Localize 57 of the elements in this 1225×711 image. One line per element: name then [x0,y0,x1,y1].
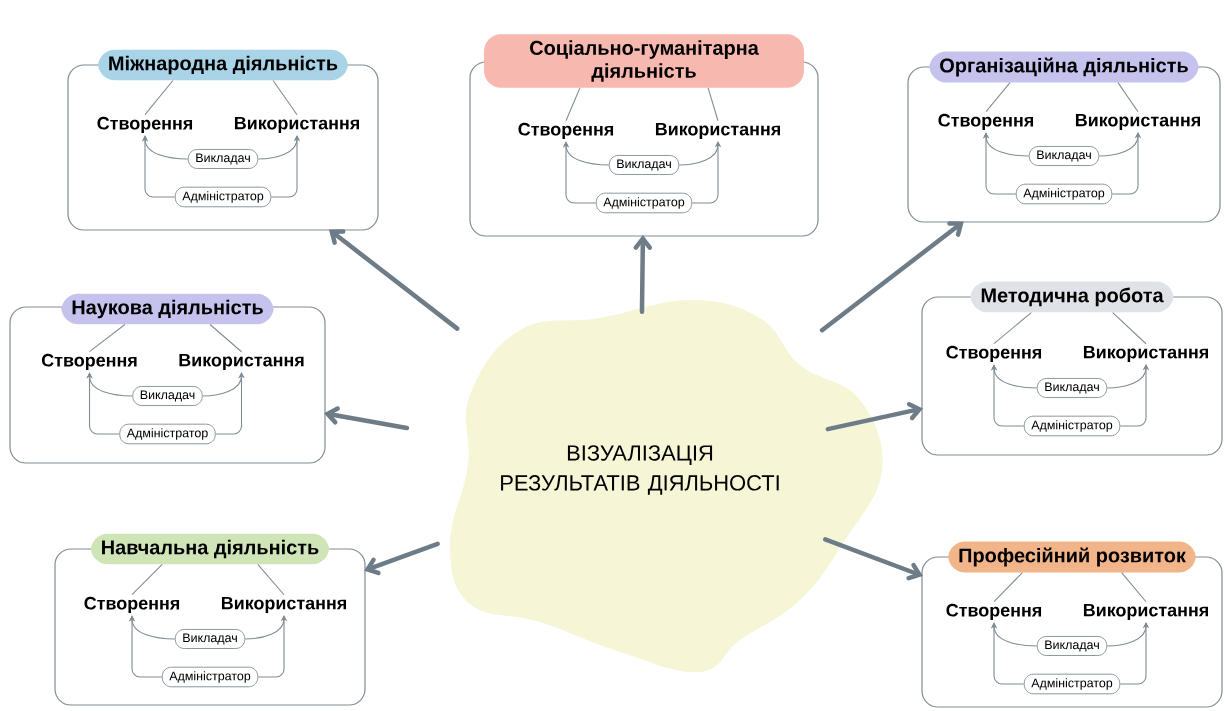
arrow [328,229,460,331]
connector-line [131,563,163,596]
arrow [822,537,923,581]
word-label: Створення [97,116,193,134]
word-label: Створення [84,596,180,614]
connector-line [257,563,285,596]
arrow [825,402,923,432]
connector-line [88,323,126,353]
word-label: Використання [179,353,304,370]
role-pill: Адміністратор [161,666,259,688]
role-pill: Викладач [132,386,203,406]
word-label: Створення [42,353,137,371]
connector-line [1117,82,1139,113]
role-pill: Викладач [1028,146,1100,166]
word-label: Використання [655,122,780,139]
connector-line [993,572,1023,603]
arrow [990,364,1025,427]
arrow [990,622,1025,685]
word-label: Використання [1083,603,1208,620]
word-label: Створення [938,113,1034,131]
word-label: Створення [518,122,614,140]
role-pill: Викладач [1036,378,1108,398]
connector-line [209,323,243,353]
arrow [324,406,410,431]
connector-line [272,79,298,116]
connector-line [565,87,581,122]
arrow [819,221,964,333]
connector-line [1112,312,1147,345]
role-pill: Адміністратор [1015,183,1113,205]
word-label: Використання [1075,113,1200,130]
role-pill: Адміністратор [595,192,693,214]
connector-line [985,82,1011,113]
word-label: Створення [946,603,1042,621]
word-label: Створення [946,345,1042,363]
connector-line [1121,572,1147,603]
arrow [562,141,597,204]
word-label: Використання [234,116,359,133]
connector-line [993,312,1032,345]
word-label: Використання [221,596,346,613]
role-pill: Адміністратор [1023,415,1121,437]
arrow [364,541,440,576]
role-pill: Викладач [608,155,680,175]
arrow [141,135,176,198]
connector-line [144,79,174,116]
role-pill: Викладач [187,149,259,169]
role-pill: Викладач [174,629,246,649]
arrow [633,234,652,315]
arrow [982,132,1017,195]
role-pill: Адміністратор [174,186,272,208]
word-label: Використання [1083,345,1208,362]
arrow [128,615,163,678]
role-pill: Викладач [1036,636,1108,656]
connector-line [707,87,719,122]
arrow [86,372,120,435]
role-pill: Адміністратор [119,423,216,445]
node-label: Соціально-гуманітарна [530,40,759,59]
role-pill: Адміністратор [1023,673,1121,695]
